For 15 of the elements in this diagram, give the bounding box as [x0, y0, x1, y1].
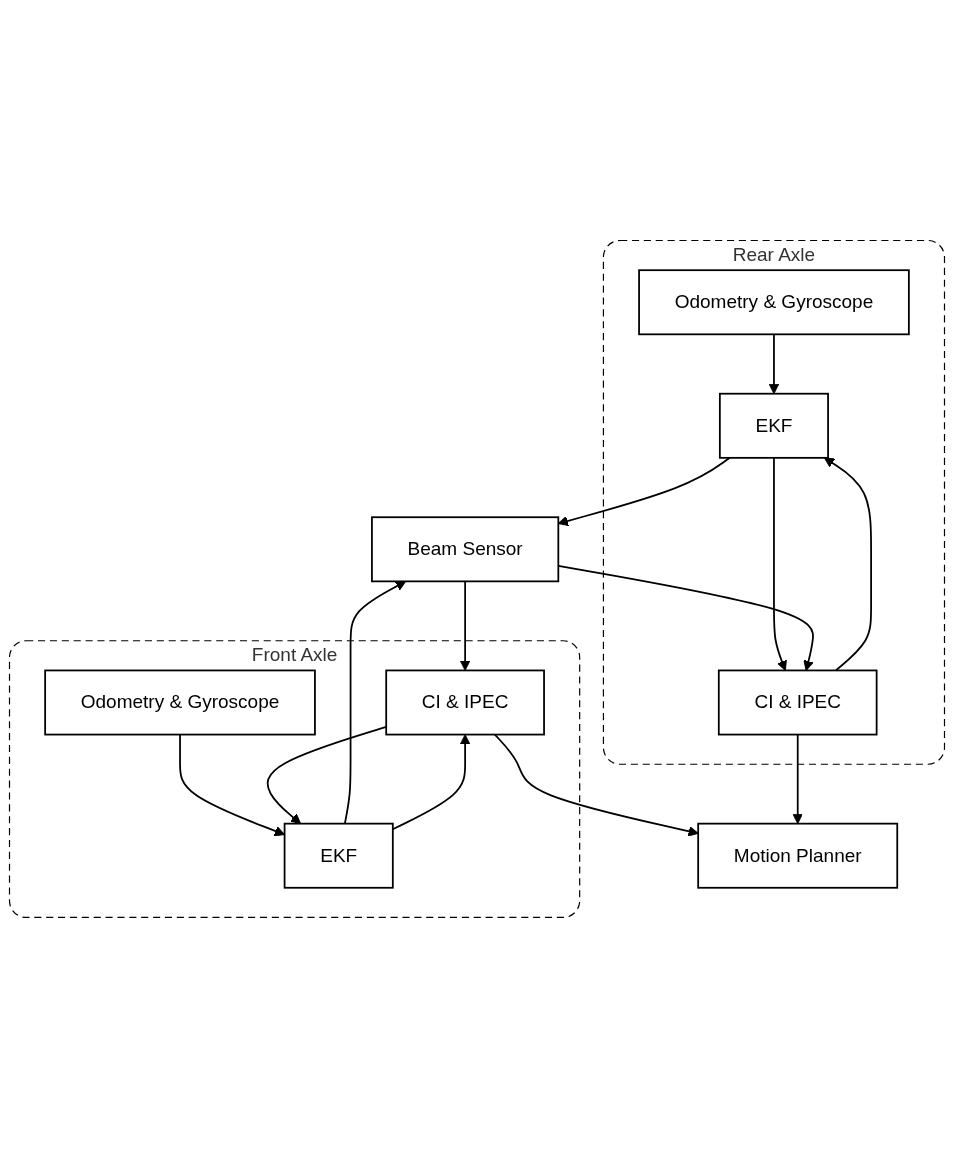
- node-box: CI & IPEC: [717, 669, 878, 735]
- node-box: Odometry & Gyroscope: [44, 669, 316, 735]
- arrow: [773, 456, 787, 671]
- node-box: EKF: [283, 822, 394, 889]
- node-box: Beam Sensor: [371, 515, 560, 582]
- arrow: [493, 733, 699, 836]
- arrow: [343, 580, 407, 825]
- arrow: [768, 332, 780, 394]
- node-box: Motion Planner: [697, 822, 899, 889]
- arrow: [459, 580, 471, 671]
- node-box: EKF: [718, 392, 829, 459]
- arrow: [823, 456, 872, 671]
- node-box: Odometry & Gyroscope: [638, 268, 910, 335]
- arrow: [792, 733, 803, 824]
- node-box: CI & IPEC: [385, 669, 545, 735]
